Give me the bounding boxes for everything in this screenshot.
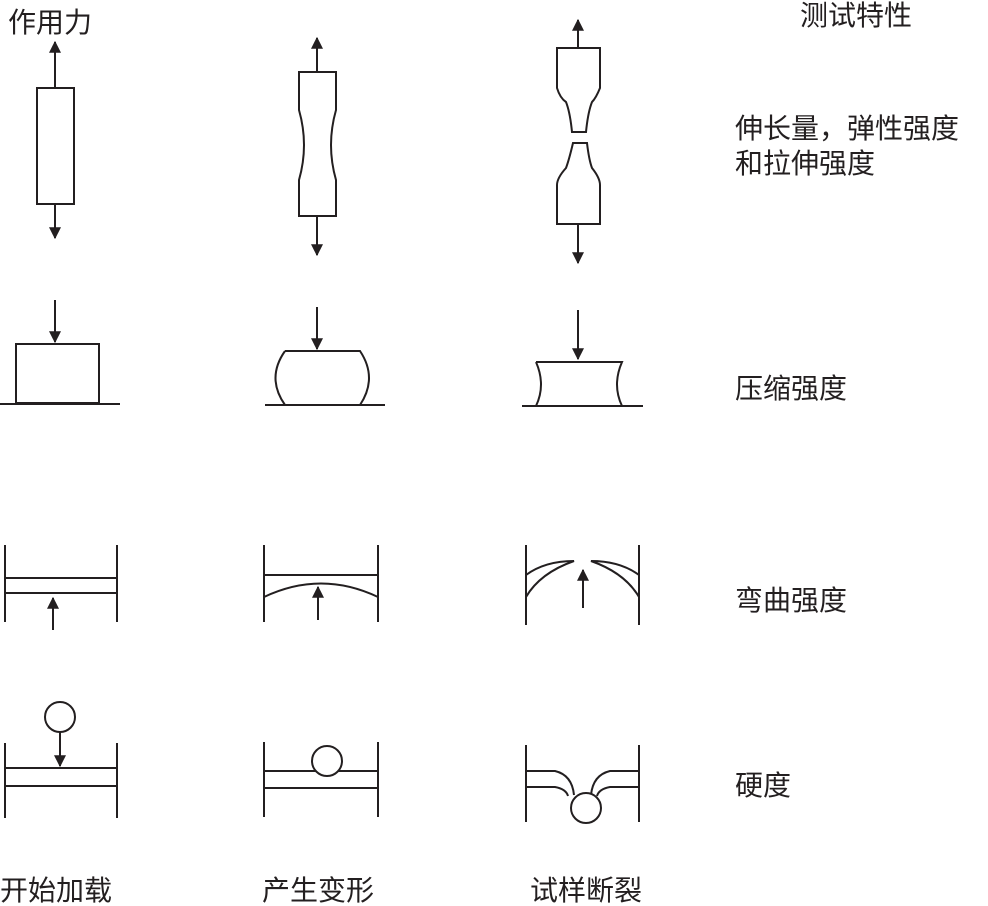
label-hardness: 硬度 (735, 769, 791, 802)
compression-start (0, 300, 120, 405)
tensile-deform (298, 36, 337, 257)
label-compression: 压缩强度 (735, 372, 847, 405)
label-bending: 弯曲强度 (735, 584, 847, 617)
compression-deform (265, 307, 385, 406)
header-test-property: 测试特性 (800, 0, 912, 32)
header-applied-force: 作用力 (8, 6, 92, 39)
tensile-start (36, 40, 75, 240)
bending-fracture (525, 545, 640, 625)
label-tensile-1: 伸长量，弹性强度 (735, 112, 959, 145)
hardness-deform (263, 742, 379, 817)
bending-start (4, 545, 118, 630)
stage-deform: 产生变形 (262, 874, 374, 906)
tensile-fracture (556, 18, 601, 265)
hardness-fracture (525, 745, 640, 824)
bending-deform (263, 545, 379, 622)
label-tensile-2: 和拉伸强度 (735, 147, 875, 180)
stage-fracture: 试样断裂 (530, 874, 642, 906)
stage-start: 开始加载 (0, 874, 112, 906)
compression-fracture (522, 310, 643, 407)
hardness-start (4, 701, 118, 818)
